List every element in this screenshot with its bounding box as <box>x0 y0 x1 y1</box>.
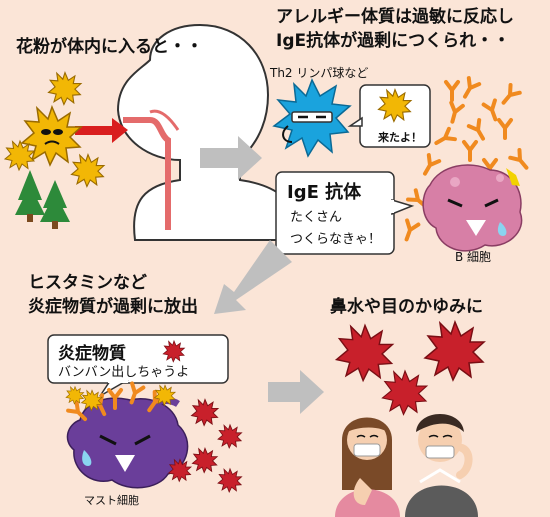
ige-bubble-line1: たくさん <box>290 210 343 225</box>
b-cell <box>422 164 523 252</box>
ige-bubble-title: IgE 抗体 <box>287 182 362 203</box>
pollen-grain-small-2 <box>70 154 105 188</box>
flow-arrow-right-2 <box>268 370 324 414</box>
mast-bubble-line2: バンバン出しちゃうよ <box>58 365 190 380</box>
mast-cell-speech-bubble <box>47 334 229 397</box>
flow-arrow-right-1 <box>200 136 262 180</box>
man-with-allergy <box>405 414 478 517</box>
th2-speech-text: 来たよ！ <box>378 131 422 144</box>
th2-lymphocyte <box>272 78 352 158</box>
step2-caption-line2: IgE抗体が過剰につくられ・・ <box>276 31 511 51</box>
mast-cell <box>65 381 189 489</box>
step2-caption-line1: アレルギー体質は過敏に反応し <box>276 7 514 27</box>
step3-caption-line2: 炎症物質が過剰に放出 <box>28 297 198 317</box>
th2-label: Th2 リンパ球など <box>270 66 369 80</box>
flow-arrow-down-left <box>214 240 292 314</box>
mast-bubble-title: 炎症物質 <box>58 344 126 364</box>
pollen-grain-large <box>21 106 82 166</box>
step1-caption: 花粉が体内に入ると・・ <box>16 37 203 57</box>
bcell-label: B 細胞 <box>455 250 492 264</box>
cedar-trees <box>15 170 70 229</box>
step3-caption-line1: ヒスタミンなど <box>28 273 147 293</box>
step4-caption: 鼻水や目のかゆみに <box>330 297 483 317</box>
woman-with-allergy <box>335 417 400 517</box>
ige-bubble-line2: つくらなきゃ！ <box>290 232 382 247</box>
pollen-to-nose-arrow <box>75 118 128 143</box>
ige-speech-bubble <box>275 171 415 255</box>
th2-speech-bubble <box>347 84 431 148</box>
mast-cell-label: マスト細胞 <box>84 494 139 507</box>
inflammatory-particles-large <box>335 321 485 416</box>
pollen-grain-small <box>47 72 82 106</box>
